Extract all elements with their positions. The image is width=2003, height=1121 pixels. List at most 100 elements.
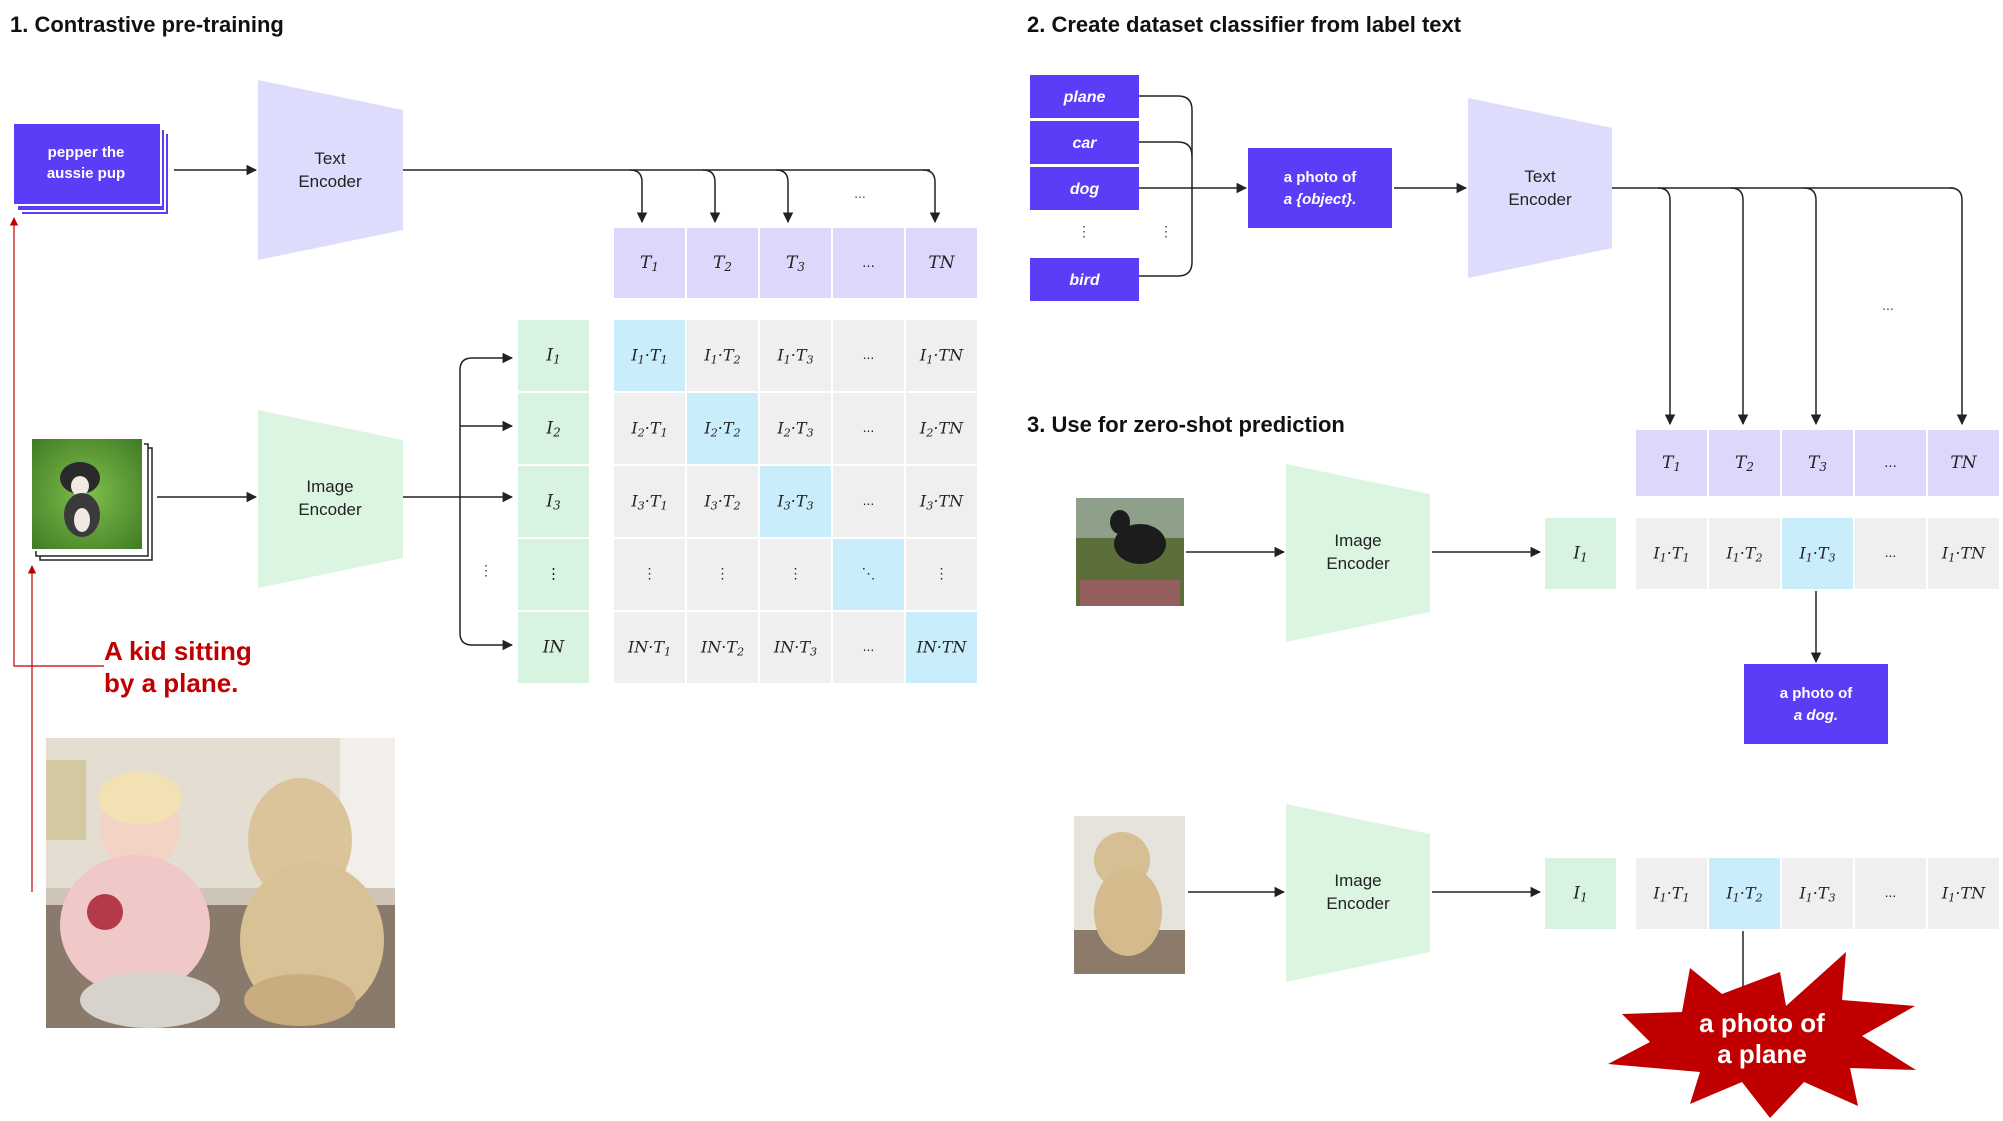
matrix-cell-4-4 [906, 612, 977, 683]
row1-image-token-label: I1​ [1572, 543, 1587, 565]
p1-image-token-1 [518, 393, 589, 464]
prompt-template: a photo of a {object}. [1248, 148, 1392, 228]
p3-text-token-label-4: TN [1950, 453, 1977, 473]
p3-row2-encoder-label2: Encoder [1326, 894, 1390, 913]
row2-score-3 [1855, 858, 1926, 929]
p1-image-token-4 [518, 612, 589, 683]
row1-score-0 [1636, 518, 1707, 589]
row1-image-token [1545, 518, 1616, 589]
caption-card-stack: pepper the aussie pup [12, 122, 170, 216]
p3-text-token-3 [1855, 430, 1926, 496]
p3-text-token-0 [1636, 430, 1707, 496]
matrix-cell-label-0-3: ... [863, 346, 875, 362]
matrix-cell-label-3-2: ⋮ [789, 565, 803, 581]
matrix-cell-3-3 [833, 539, 904, 610]
matrix-cell-label-2-2: I3​·T3​ [776, 491, 813, 512]
matrix-cell-label-2-0: I3​·T1​ [630, 491, 667, 512]
label-text-1: car [1072, 135, 1097, 152]
p1-image-encoder-label1: Image [306, 477, 353, 496]
p1-text-token-label-4: TN [928, 253, 955, 273]
matrix-cell-4-0 [614, 612, 685, 683]
p3-text-token-4 [1928, 430, 1999, 496]
row2-score-4 [1928, 858, 1999, 929]
matrix-cell-label-4-0: IN·T1​ [627, 637, 671, 658]
matrix-cell-1-4 [906, 393, 977, 464]
matrix-cell-3-2 [760, 539, 831, 610]
p3-row2-result-line2: a plane [1717, 1039, 1807, 1069]
p1-image-tokens: I1​I2​I3​⋮IN [518, 320, 589, 683]
p3-text-token-2 [1782, 430, 1853, 496]
p2-side-dots: ⋮ [1159, 223, 1173, 239]
row2-score-label-0: I1​·T1​ [1652, 883, 1689, 904]
label-box-2 [1030, 167, 1139, 210]
row2-score-label-1: I1​·T2​ [1725, 883, 1762, 904]
p1-side-dots: ⋮ [479, 562, 493, 578]
matrix-cell-2-3 [833, 466, 904, 537]
matrix-cell-label-1-4: I2​·TN [919, 418, 964, 439]
p2-text-encoder-label1: Text [1524, 167, 1555, 186]
similarity-matrix: I1​·T1​I1​·T2​I1​·T3​...I1​·TNI2​·T1​I2​… [614, 320, 977, 683]
p3-row1-encoder-label1: Image [1334, 531, 1381, 550]
p3-row2-result-starburst: a photo of a plane [1608, 952, 1916, 1118]
matrix-cell-label-4-2: IN·T3​ [773, 637, 817, 658]
p1-text-token-0 [614, 228, 685, 298]
p1-text-token-label-0: T1​ [640, 253, 659, 275]
p3-row1-encoder-label2: Encoder [1326, 554, 1390, 573]
annotation-line2: by a plane. [104, 668, 238, 698]
matrix-cell-4-2 [760, 612, 831, 683]
p1-text-token-label-3: ... [862, 254, 875, 271]
label-list-dots: ⋮ [1077, 223, 1091, 239]
matrix-cell-label-0-4: I1​·TN [919, 345, 964, 366]
label-text-2: dog [1070, 181, 1100, 198]
matrix-cell-label-4-1: IN·T2​ [700, 637, 744, 658]
row1-score-label-1: I1​·T2​ [1725, 543, 1762, 564]
prompt-template-line1: a photo of [1284, 169, 1357, 186]
caption-card-line1: pepper the [48, 144, 125, 161]
p1-text-token-4 [906, 228, 977, 298]
matrix-cell-2-2 [760, 466, 831, 537]
annotation-line1: A kid sitting [104, 636, 252, 666]
dog-image-stack [30, 437, 153, 561]
row2-score-label-4: I1​·TN [1941, 883, 1986, 904]
matrix-cell-0-3 [833, 320, 904, 391]
matrix-cell-label-3-0: ⋮ [643, 565, 657, 581]
row1-score-2 [1782, 518, 1853, 589]
matrix-cell-2-1 [687, 466, 758, 537]
matrix-cell-label-0-1: I1​·T2​ [703, 345, 740, 366]
label-text-0: plane [1063, 89, 1106, 106]
matrix-cell-1-1 [687, 393, 758, 464]
p1-text-token-label-2: T3​ [786, 253, 805, 275]
matrix-cell-label-2-4: I3​·TN [919, 491, 964, 512]
matrix-cell-0-1 [687, 320, 758, 391]
matrix-cell-label-2-3: ... [863, 492, 875, 508]
p3-row1-photo [1076, 498, 1184, 606]
row1-score-label-0: I1​·T1​ [1652, 543, 1689, 564]
p3-row1-scores: I1​I1​·T1​I1​·T2​I1​·T3​...I1​·TN [1545, 518, 1999, 589]
row2-score-1 [1709, 858, 1780, 929]
matrix-cell-4-1 [687, 612, 758, 683]
matrix-cell-label-2-1: I3​·T2​ [703, 491, 740, 512]
p3-text-token-label-0: T1​ [1662, 453, 1681, 475]
caption-card-line2: aussie pup [47, 165, 125, 182]
row1-score-3 [1855, 518, 1926, 589]
matrix-cell-4-3 [833, 612, 904, 683]
p1-text-token-3 [833, 228, 904, 298]
row1-score-label-3: ... [1885, 544, 1897, 560]
matrix-cell-3-0 [614, 539, 685, 610]
p3-row2-image-encoder: Image Encoder [1286, 804, 1430, 982]
p3-row1-result-line2: a dog. [1794, 707, 1838, 724]
p1-image-token-label-2: I3​ [545, 491, 560, 513]
p1-image-token-2 [518, 466, 589, 537]
p1-text-token-1 [687, 228, 758, 298]
p3-text-token-1 [1709, 430, 1780, 496]
p2-text-encoder-label2: Encoder [1508, 190, 1572, 209]
matrix-cell-label-3-1: ⋮ [716, 565, 730, 581]
p3-row1-image-encoder: Image Encoder [1286, 464, 1430, 642]
matrix-cell-label-4-3: ... [863, 638, 875, 654]
p1-text-tokens: T1​T2​T3​...TN [614, 228, 977, 298]
p3-row2-photo [1074, 816, 1185, 974]
row2-image-token-label: I1​ [1572, 883, 1587, 905]
p1-text-token-2 [760, 228, 831, 298]
p1-text-encoder-label2: Encoder [298, 172, 362, 191]
row2-image-token [1545, 858, 1616, 929]
